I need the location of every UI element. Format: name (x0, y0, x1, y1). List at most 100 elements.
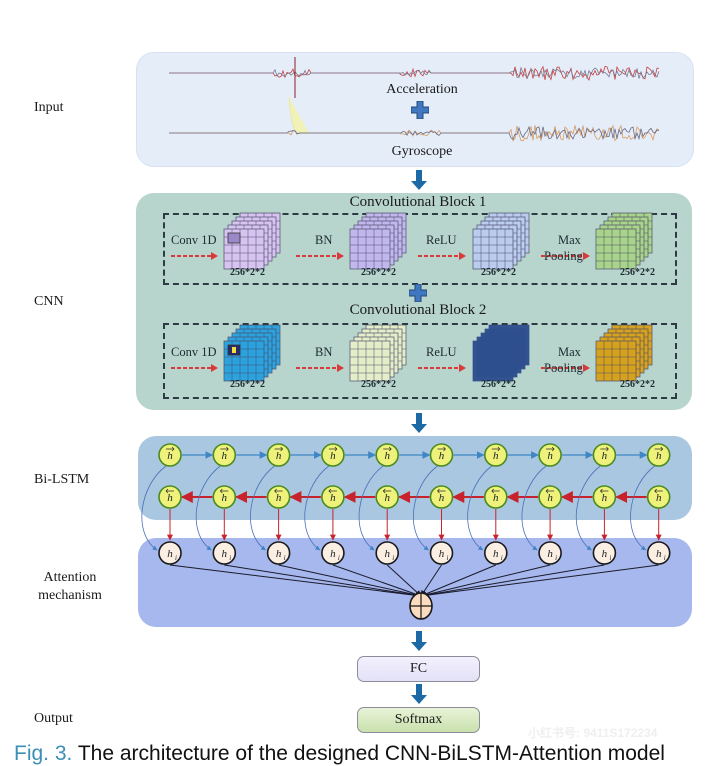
acceleration-label: Acceleration (386, 82, 458, 97)
attention-weight-line (169, 564, 422, 599)
svg-text:h: h (167, 548, 173, 560)
block1-op-pooling: Pooling (544, 249, 583, 263)
attention-weight-line (420, 564, 659, 599)
backward-lstm-node: h (212, 485, 237, 509)
forward-to-output-connector (250, 465, 275, 551)
fc-layer-box: FC (357, 656, 480, 682)
forward-to-output-connector (575, 465, 601, 551)
arrow-relu-b2 (418, 364, 466, 372)
cnn-panel: Convolutional Block 1 Conv 1D BN ReLU Ma… (136, 193, 692, 410)
backward-lstm-node: h (375, 485, 400, 509)
block2-dim-2: 256*2*2 (361, 379, 396, 390)
forward-lstm-node: h (538, 443, 562, 467)
gyroscope-label: Gyroscope (391, 144, 453, 159)
block2-op-pooling: Pooling (544, 361, 583, 375)
svg-text:i: i (229, 554, 231, 562)
block2-dim-1: 256*2*2 (230, 379, 265, 390)
label-input: Input (34, 100, 64, 115)
conv-block-1-title: Convolutional Block 1 (349, 194, 487, 210)
svg-text:h: h (493, 450, 499, 462)
svg-text:i: i (338, 554, 340, 562)
svg-text:h: h (439, 450, 445, 462)
feature-map-stack-b2-2 (349, 324, 407, 382)
figure-caption-text: The architecture of the designed CNN-BiL… (77, 742, 665, 765)
backward-lstm-node: h (158, 485, 182, 509)
svg-text:h: h (547, 450, 553, 462)
conv-block-1-graphics (171, 212, 653, 382)
attention-weight-line (420, 564, 605, 599)
forward-lstm-node: h (483, 443, 508, 467)
feature-map-stack-b1-4 (595, 212, 653, 270)
forward-to-output-connector (521, 465, 547, 551)
arrow-fc-to-softmax (411, 684, 427, 704)
arrow-conv1d-b1 (171, 252, 218, 260)
forward-to-output-connector (141, 465, 167, 551)
svg-text:h: h (276, 548, 282, 560)
circle-plus-icon (409, 592, 433, 620)
svg-text:h: h (439, 492, 445, 504)
svg-text:i: i (555, 554, 557, 562)
attention-weight-line (278, 564, 422, 598)
svg-text:h: h (167, 492, 173, 504)
arrow-maxpool-b2 (541, 364, 590, 372)
forward-to-output-connector (195, 465, 221, 551)
block1-dim-2: 256*2*2 (361, 267, 396, 278)
backward-lstm-node: h (321, 485, 345, 509)
svg-text:h: h (656, 492, 662, 504)
svg-text:i: i (609, 554, 611, 562)
feature-map-stack-b1-3 (472, 212, 530, 270)
label-attention-line1: Attention (43, 570, 97, 585)
attention-weight-line (224, 564, 422, 599)
kernel-highlight-icon (232, 347, 236, 353)
svg-text:h: h (384, 492, 390, 504)
conv-block-2-title: Convolutional Block 2 (349, 302, 487, 318)
watermark: 小红书号: 9411S172234 (528, 726, 658, 740)
svg-text:i: i (284, 554, 286, 562)
block1-op-relu: ReLU (426, 233, 457, 247)
attention-weight-line (420, 564, 496, 597)
feature-map-stack-b2-4 (595, 324, 653, 382)
forward-lstm-node: h (375, 443, 400, 467)
figure-number: Fig. 3. (14, 742, 73, 765)
svg-text:h: h (602, 492, 608, 504)
backward-lstm-node: h (429, 485, 454, 509)
arrow-relu-b1 (418, 252, 466, 260)
feature-map-stack-b2-3 (472, 324, 530, 382)
softmax-layer-box: Softmax (357, 707, 480, 733)
svg-text:h: h (276, 450, 282, 462)
svg-text:h: h (656, 450, 662, 462)
svg-text:i: i (501, 554, 503, 562)
attention-weight-line (332, 564, 422, 598)
input-panel: Acceleration Gyroscope (136, 52, 694, 167)
svg-text:h: h (602, 548, 608, 560)
svg-text:h: h (222, 548, 228, 560)
backward-lstm-node: h (266, 485, 291, 509)
svg-text:h: h (656, 548, 662, 560)
backward-lstm-node: h (483, 485, 508, 509)
arrow-conv1d-b2 (171, 364, 218, 372)
backward-lstm-node: h (538, 485, 562, 509)
block1-op-conv1d: Conv 1D (171, 233, 217, 247)
label-attention: Attention mechanism (30, 569, 110, 605)
svg-text:h: h (493, 548, 499, 560)
svg-text:h: h (384, 450, 390, 462)
svg-text:h: h (222, 492, 228, 504)
arrow-input-to-cnn (411, 170, 427, 190)
block1-op-max: Max (558, 233, 581, 247)
forward-to-output-connector (630, 465, 655, 551)
forward-to-output-connector (413, 465, 438, 551)
label-output: Output (34, 711, 73, 726)
block2-dim-4: 256*2*2 (620, 379, 655, 390)
forward-lstm-node: h (266, 443, 291, 467)
forward-to-output-connector (304, 465, 330, 551)
figure-caption: Fig. 3. The architecture of the designed… (14, 742, 665, 766)
svg-text:i: i (447, 554, 449, 562)
attention-weight-line (420, 564, 442, 597)
